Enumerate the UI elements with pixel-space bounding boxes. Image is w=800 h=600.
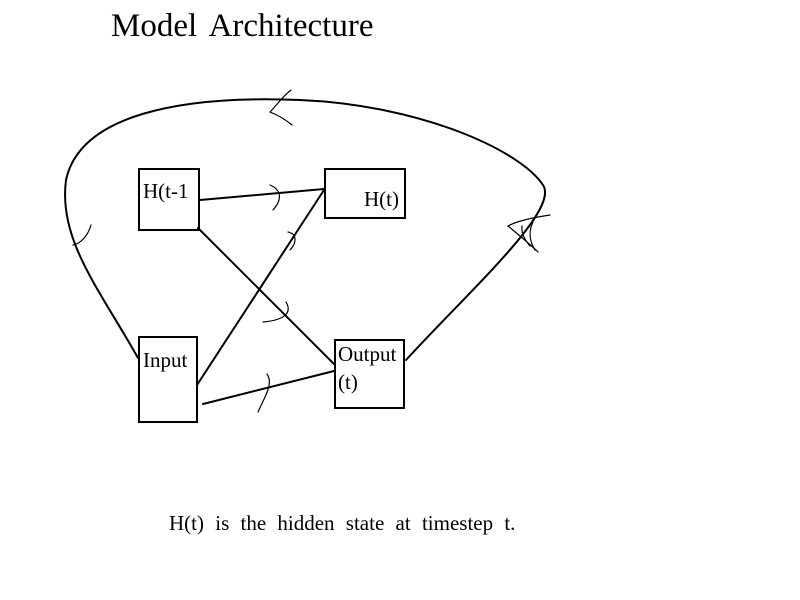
- input-node: [138, 336, 198, 423]
- diagram-caption: H(t) is the hidden state at timestep t.: [169, 511, 516, 535]
- diagram-title: Model Architecture: [111, 8, 374, 44]
- edge-input-to-hidden: [196, 189, 325, 386]
- input-label: Input: [143, 348, 188, 372]
- feedback-loop-edge: [64, 98, 546, 361]
- hidden-state-label: H(t): [364, 187, 399, 211]
- hidden-state-node: [324, 168, 406, 219]
- output-label-line2: (t): [338, 370, 358, 394]
- prev-hidden-state-node: [138, 168, 200, 231]
- edge-prev-hidden-to-hidden: [199, 188, 325, 201]
- output-label-line1: Output: [338, 342, 397, 366]
- arrowhead-prev-hidden-to-output: [262, 301, 289, 323]
- arrowhead-loop-top: [268, 89, 293, 126]
- output-node: [334, 339, 405, 409]
- arrowhead-input-to-hidden: [287, 231, 296, 251]
- arrowhead-loop-left: [72, 224, 92, 246]
- prev-hidden-state-label: H(t-1: [143, 179, 189, 203]
- arrowhead-loop-right: [506, 214, 551, 253]
- arrowhead-input-to-output: [257, 373, 270, 413]
- arrowhead-prev-hidden-to-hidden: [269, 184, 280, 211]
- edge-prev-hidden-to-output: [197, 227, 335, 365]
